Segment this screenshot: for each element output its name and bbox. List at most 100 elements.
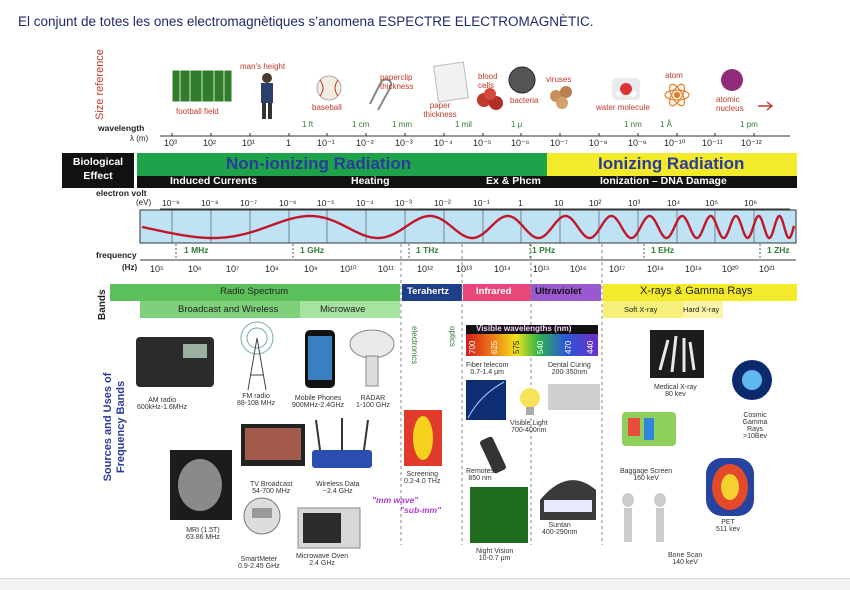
effects-bar [137,176,797,188]
visible-tick-label: 575 [512,340,521,354]
viruses-picture [550,86,572,109]
frequency-tick-label: 10⁸ [265,264,279,274]
source-name: RADAR [360,395,386,402]
source-detail: 54-700 MHz [252,488,291,495]
electronics-label: electronics [410,326,419,365]
source-name: Baggage Screen [620,468,673,475]
wavelength-tick-label: 10⁻⁴ [434,138,453,148]
frequency-tick-label: 10¹² [417,264,434,274]
source-name: Wireless Data [316,481,360,488]
source-name: Microwave Oven [296,553,349,560]
source-detail: 160 keV [633,475,659,482]
source-name: Screening [406,471,438,478]
wavelength-tick-label: 10⁻¹² [741,138,762,148]
ev-tick-label: 10⁻² [434,198,451,208]
wavelength-tick-label: 10⁻⁹ [628,138,647,148]
wavelength-tick-label: 10⁻⁷ [550,138,569,148]
source-mri: MRI (1.5T)63.86 MHz [186,527,220,541]
radar-picture [349,329,395,387]
lightbulb-picture [520,388,540,415]
length-mark-1a: 1 Å [660,120,673,129]
effect-induced-currents: Induced Currents [170,175,257,187]
source-name: Cosmic Gamma Rays [742,412,768,433]
source-name: Bone Scan [668,552,703,559]
source-detail: 80 kev [665,391,686,398]
visible-spectrum-bar [466,330,598,356]
frequency-tick-label: 10⁶ [188,264,202,274]
bio-effect-label: Biological Effect [72,156,124,182]
frequency-tick-label: 10²¹ [759,264,776,274]
source-name: TV Broadcast [250,481,293,488]
source-detail: 63.86 MHz [186,534,220,541]
length-mark-1nm: 1 nm [624,120,642,129]
ev-tick-label: 10⁻⁷ [240,198,258,208]
frequency-tick-label: 10¹⁶ [570,264,587,274]
baseball-picture [316,75,342,101]
wavelength-tick-label: 10⁻¹¹ [702,138,723,148]
xray-band [603,284,797,301]
source-name: SmartMeter [240,556,278,563]
size-baseball: baseball [312,103,342,112]
paperclip-picture [369,78,393,111]
mm-wave-label: "mm wave" [372,495,419,505]
source-name: Suntan [548,522,571,529]
source-detail: 400-290nm [542,529,578,536]
size-mans-height: man's height [240,62,286,71]
band-radio: Radio Spectrum [220,286,289,297]
source-name: Remotes [466,468,495,475]
bands-label: Bands [97,289,108,320]
band-xray: X-rays & Gamma Rays [640,285,753,297]
effect-ionization: Ionization – DNA Damage [600,175,727,187]
non-ionizing-bar [137,153,547,176]
size-paper: paper thickness [423,101,457,119]
frequency-tick-label: 10¹⁸ [647,264,664,274]
terahertz-band [402,284,462,301]
smartmeter-picture [243,497,281,535]
source-detail: 140 keV [672,559,698,566]
frequency-tick-label: 10⁷ [226,264,240,274]
source-detail: 511 kev [716,526,740,533]
nucleus-picture [721,69,743,91]
effect-ex-phcm: Ex & Phcm [486,175,541,187]
source-name: PET [721,519,735,526]
source-name: Fiber telecom [466,362,509,369]
ionizing-bar [547,153,797,176]
visible-wavelengths-label: Visible wavelengths (nm) [476,324,571,333]
source-detail: 600kHz-1.6MHz [137,404,188,411]
source-detail: 88-108 MHz [237,400,276,407]
source-cosmic-gamma: Cosmic Gamma Rays>10Bev [734,412,776,440]
length-mark-1cm: 1 cm [352,120,370,129]
freq-named-1thz: 1 THz [416,245,439,255]
dental-picture [548,384,600,410]
source-detail: 2.4 GHz [309,560,335,567]
optics-label: optics [448,326,457,347]
size-viruses: viruses [546,75,572,84]
radio-band [110,284,400,301]
source-detail: >10Bev [743,433,767,440]
band-microwave: Microwave [320,304,366,315]
source-detail: 1-100 GHz [356,402,390,409]
wavelength-unit: λ (m) [130,134,149,143]
soft-xray-band [603,301,683,318]
paper-picture [433,61,469,103]
ev-tick-label: 10⁻⁸ [201,198,219,208]
ev-tick-label: 10⁻³ [395,198,412,208]
source-detail: 0.9-2.45 GHz [238,563,280,570]
source-name: Mobile Phones [294,395,342,402]
freq-named-1ghz: 1 GHz [300,245,325,255]
visible-tick-label: 470 [564,340,573,354]
frequency-tick-label: 10¹¹ [378,264,395,274]
wavelength-ticks [171,133,755,136]
frequency-tick-label: 10⁹ [304,264,318,274]
source-name: FM radio [242,393,270,400]
water-molecule-picture [612,78,640,100]
broadcast-band [140,301,300,318]
